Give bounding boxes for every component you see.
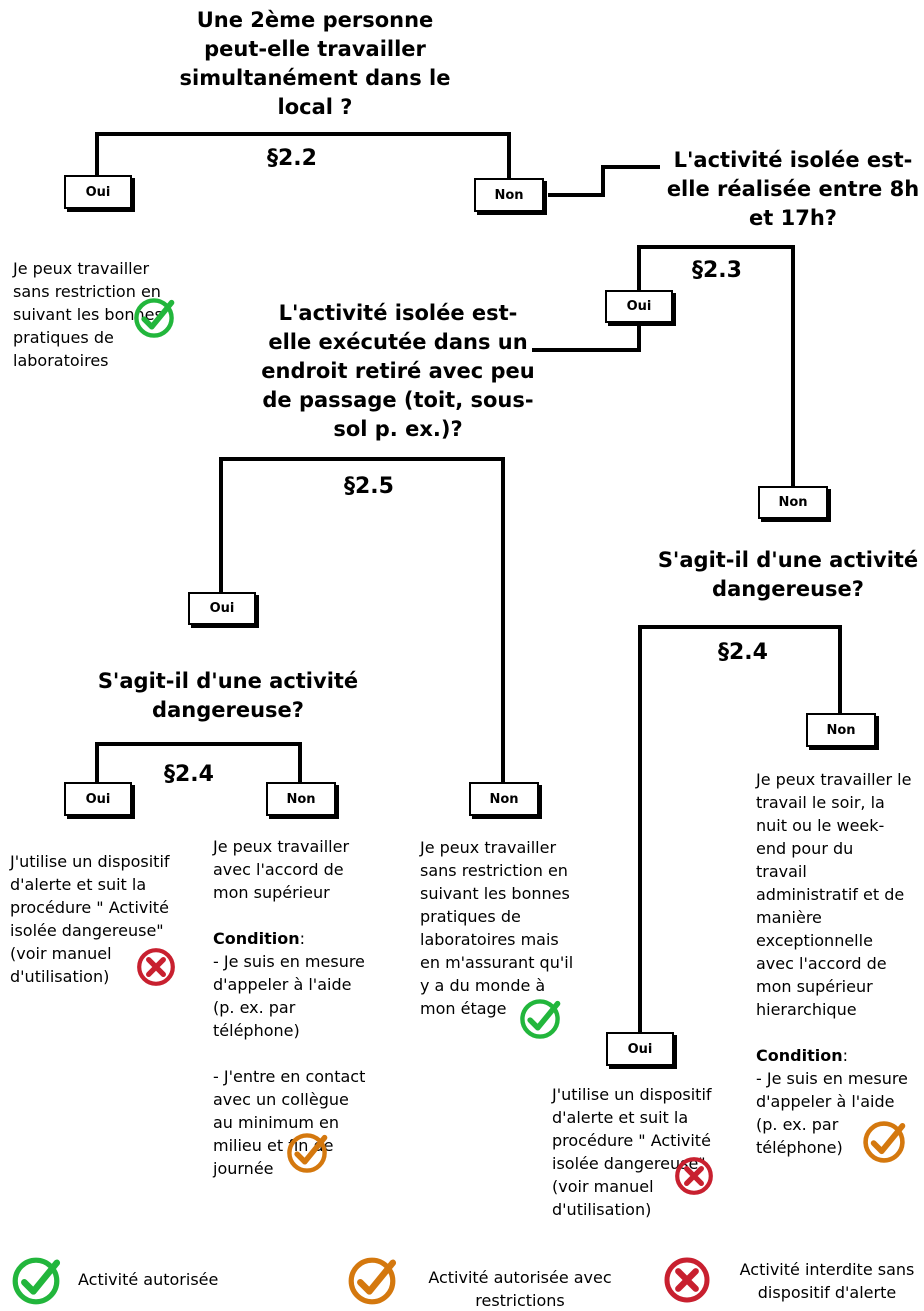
condition-details: - Je suis en mesure d'appeler à l'aide (… (213, 952, 366, 1178)
question-time-range: L'activité isolée est- elle réalisée ent… (666, 148, 920, 230)
answer-oui-q4: Oui (64, 782, 132, 816)
question-dangerous-activity-right: S'agit-il d'une activité dangereuse? (657, 548, 919, 601)
check-circle-icon (520, 999, 561, 1039)
answer-oui-q3: Oui (188, 592, 256, 625)
check-circle-icon (12, 1257, 61, 1305)
branch-q1 (95, 132, 511, 178)
section-ref-2-3: §2.3 (692, 258, 742, 283)
branch-q5 (638, 625, 842, 1032)
legend-allowed-label: Activité autorisée (78, 1270, 219, 1289)
answer-oui-q2: Oui (605, 290, 673, 323)
question-dangerous-activity-left: S'agit-il d'une activité dangereuse? (97, 669, 359, 722)
outcome-ensure-people-on-floor: Je peux travailler sans restriction en s… (420, 838, 574, 1018)
check-circle-icon (863, 1121, 906, 1163)
answer-non-q3: Non (469, 782, 539, 816)
outcome-admin-text: Je peux travailler le travail le soir, l… (756, 770, 912, 1019)
answer-non-q1: Non (474, 178, 544, 212)
branch-q2 (637, 245, 795, 486)
check-circle-icon (348, 1257, 397, 1305)
section-ref-2-2: §2.2 (267, 146, 317, 171)
outcome-admin-work-off-hours: Je peux travailler le travail le soir, l… (756, 768, 924, 1159)
branch-q3 (219, 457, 505, 782)
question-remote-location: L'activité isolée est- elle exécutée dan… (261, 301, 535, 441)
condition-label: Condition (213, 929, 300, 948)
section-ref-2-5: §2.5 (344, 474, 394, 499)
outcome-supervisor-approval: Je peux travailler avec l'accord de mon … (213, 835, 398, 1180)
branch-q4 (95, 742, 302, 782)
answer-non-q2: Non (758, 486, 828, 519)
condition-label: Condition (756, 1046, 843, 1065)
legend-forbidden-label: Activité interdite sans dispositif d'ale… (739, 1260, 915, 1302)
condition-colon: : (842, 1046, 848, 1065)
check-circle-icon (134, 298, 175, 338)
answer-non-q4: Non (266, 782, 336, 816)
outcome-no-restriction: Je peux travailler sans restriction en s… (13, 259, 163, 370)
legend-restricted-label: Activité autorisée avec restrictions (428, 1268, 612, 1310)
cross-circle-icon (675, 1157, 713, 1195)
answer-oui-q1: Oui (64, 175, 132, 209)
cross-circle-icon (137, 948, 175, 986)
section-ref-2-4-right: §2.4 (718, 640, 768, 665)
outcome-supervisor-text: Je peux travailler avec l'accord de mon … (213, 837, 350, 902)
answer-oui-q5: Oui (606, 1032, 674, 1066)
answer-non-q5: Non (806, 713, 876, 747)
connector-q2-oui-to-q3 (532, 322, 641, 352)
outcome-alert-device-left: J'utilise un dispositif d'alerte et suit… (10, 852, 170, 986)
section-ref-2-4-left: §2.4 (164, 762, 214, 787)
check-circle-icon (287, 1133, 328, 1173)
condition-details: - Je suis en mesure d'appeler à l'aide (… (756, 1069, 908, 1157)
cross-circle-icon (664, 1257, 710, 1303)
condition-colon: : (299, 929, 305, 948)
question-second-person: Une 2ème personne peut-elle travailler s… (179, 8, 451, 119)
outcome-alert-device-right: J'utilise un dispositif d'alerte et suit… (552, 1085, 712, 1219)
connector-q1-non-to-q2 (548, 165, 660, 197)
